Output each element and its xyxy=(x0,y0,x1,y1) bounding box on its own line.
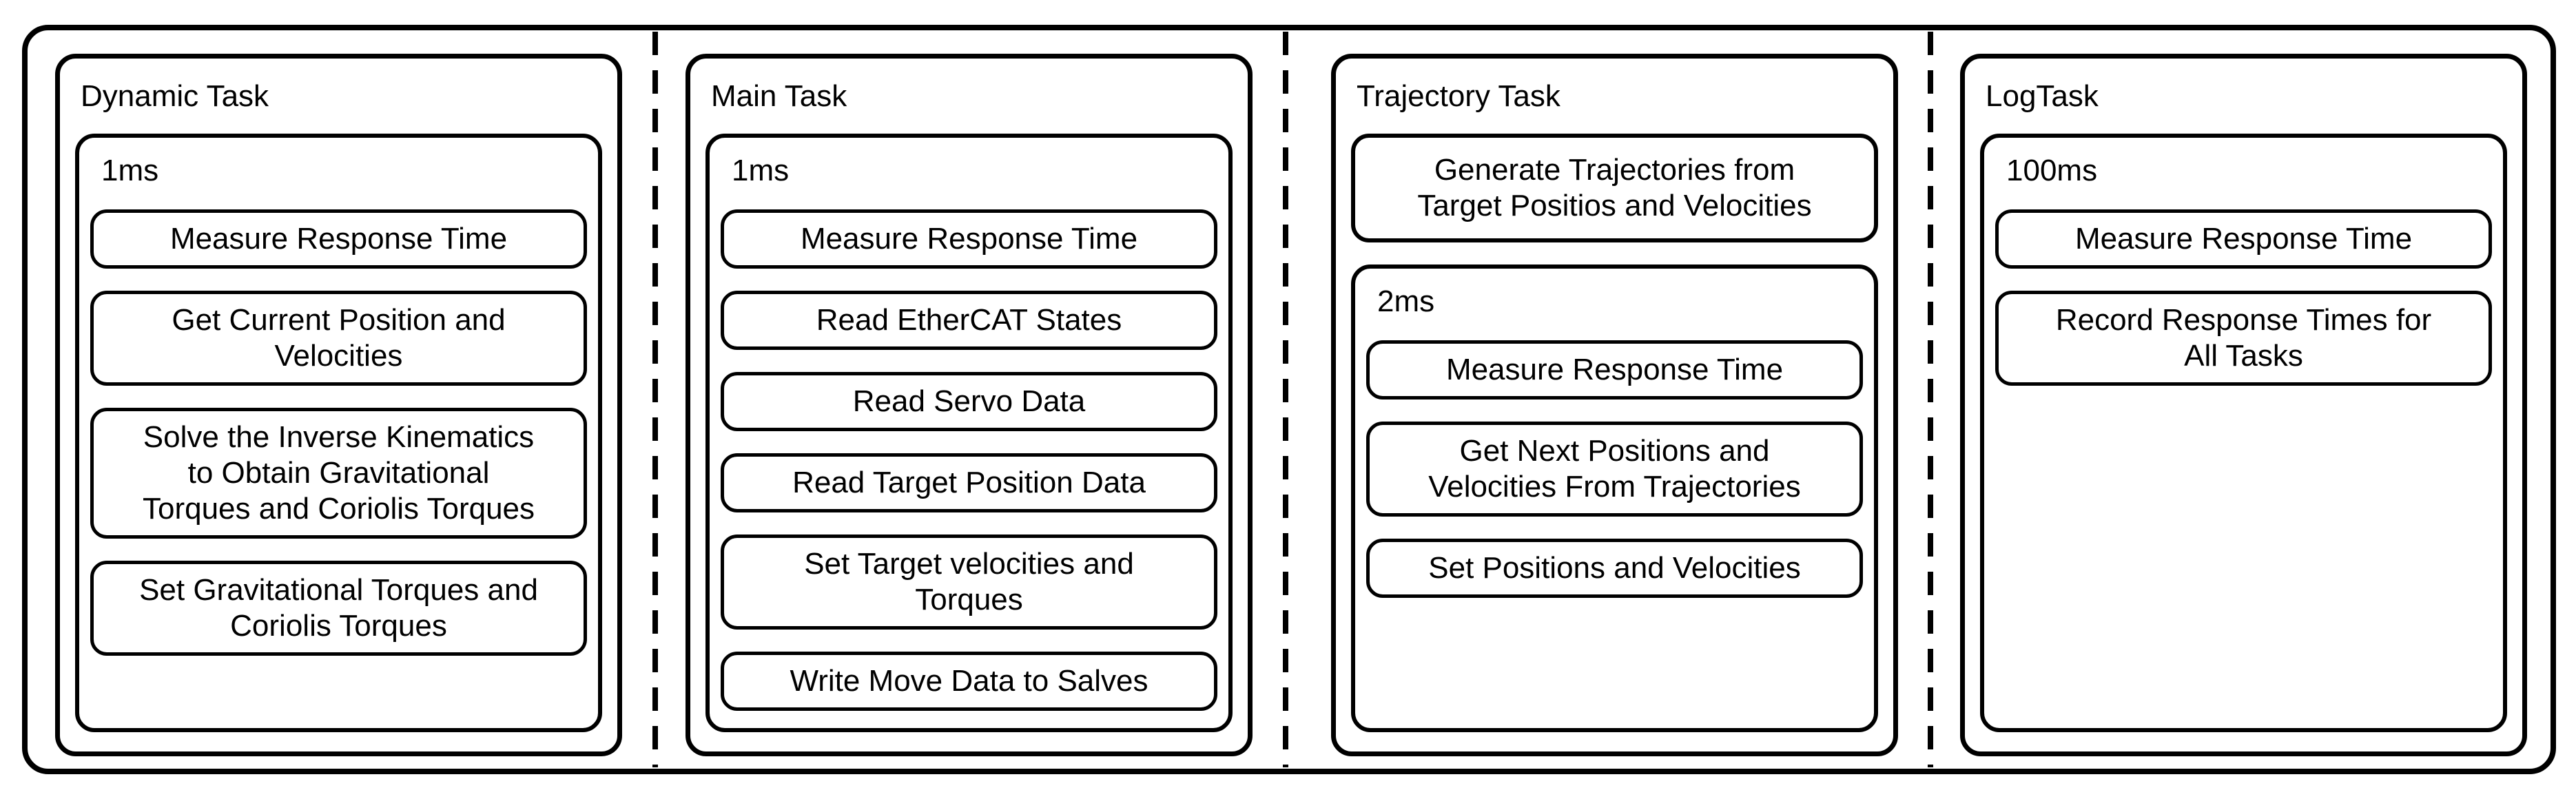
period-label: 2ms xyxy=(1377,284,1435,318)
step-box: Read Target Position Data xyxy=(721,453,1217,512)
step-box: Set Gravitational Torques and Coriolis T… xyxy=(90,561,587,656)
steps-list: Measure Response Time Get Next Positions… xyxy=(1355,340,1874,598)
period-label: 1ms xyxy=(732,154,790,187)
step-box: Measure Response Time xyxy=(1995,209,2492,269)
step-box: Read Servo Data xyxy=(721,372,1217,431)
step-box: Measure Response Time xyxy=(721,209,1217,269)
task-card-main: Main Task 1ms Measure Response Time Read… xyxy=(686,54,1253,756)
steps-list: Measure Response Time Read EtherCAT Stat… xyxy=(710,209,1228,711)
step-box: Write Move Data to Salves xyxy=(721,652,1217,711)
step-box: Set Target velocities and Torques xyxy=(721,535,1217,630)
step-box: Get Current Position and Velocities xyxy=(90,291,587,386)
task-card-trajectory: Trajectory Task Generate Trajectories fr… xyxy=(1331,54,1898,756)
steps-list: Measure Response Time Record Response Ti… xyxy=(1984,209,2503,386)
period-loop-box: 1ms Measure Response Time Get Current Po… xyxy=(75,134,602,732)
task-title: LogTask xyxy=(1986,79,2099,113)
step-box: Read EtherCAT States xyxy=(721,291,1217,350)
step-box: Solve the Inverse Kinematics to Obtain G… xyxy=(90,408,587,539)
period-loop-box: 2ms Measure Response Time Get Next Posit… xyxy=(1351,264,1878,732)
column-separator-dashed xyxy=(1928,32,1933,767)
task-title: Dynamic Task xyxy=(81,79,269,113)
step-box: Set Positions and Velocities xyxy=(1366,539,1863,598)
task-card-log: LogTask 100ms Measure Response Time Reco… xyxy=(1960,54,2527,756)
step-box: Measure Response Time xyxy=(1366,340,1863,400)
task-title: Main Task xyxy=(711,79,847,113)
column-separator-dashed xyxy=(652,32,658,767)
period-label: 1ms xyxy=(101,154,159,187)
step-box: Get Next Positions and Velocities From T… xyxy=(1366,422,1863,517)
period-loop-box: 1ms Measure Response Time Read EtherCAT … xyxy=(705,134,1233,732)
task-title: Trajectory Task xyxy=(1357,79,1560,113)
step-box: Record Response Times for All Tasks xyxy=(1995,291,2492,386)
column-separator-dashed xyxy=(1283,32,1288,767)
task-card-dynamic: Dynamic Task 1ms Measure Response Time G… xyxy=(55,54,622,756)
period-label: 100ms xyxy=(2006,154,2098,187)
step-box: Generate Trajectories from Target Positi… xyxy=(1351,134,1878,242)
steps-list: Measure Response Time Get Current Positi… xyxy=(79,209,598,656)
period-loop-box: 100ms Measure Response Time Record Respo… xyxy=(1980,134,2507,732)
step-box: Measure Response Time xyxy=(90,209,587,269)
